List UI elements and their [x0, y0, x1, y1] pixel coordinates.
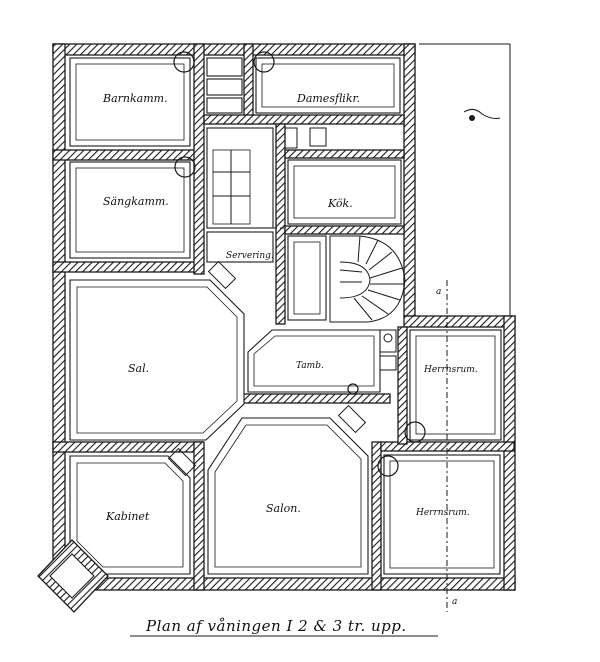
- label-salon: Salon.: [266, 502, 301, 515]
- label-herrrum-lower: Herrnsrum.: [415, 508, 470, 518]
- drawing-title: Plan af våningen I 2 & 3 tr. upp.: [130, 617, 438, 637]
- staircase: [287, 235, 406, 323]
- bay-window: [37, 539, 109, 613]
- room-sangkamm: Sängkamm.: [69, 156, 196, 259]
- room-sal: Sal.: [69, 260, 245, 441]
- outer-walls: [52, 43, 516, 591]
- room-kabinet: Kabinet: [69, 447, 197, 575]
- label-kabinet: Kabinet: [105, 510, 150, 523]
- service-corridor: [206, 127, 327, 229]
- label-tamb: Tamb.: [296, 361, 324, 371]
- label-barnkamm: Barnkamm.: [102, 92, 168, 105]
- room-herrrum-lower: Herrnsrum.: [377, 454, 501, 575]
- title-text: Plan af våningen I 2 & 3 tr. upp.: [145, 617, 407, 635]
- room-tamb: Tamb.: [247, 329, 397, 395]
- room-herrrum-upper: Herrnsrum.: [404, 329, 502, 443]
- label-damasrum: Damesflikr.: [296, 92, 360, 105]
- closets-top: [173, 51, 275, 114]
- room-kok: Kök.: [287, 159, 402, 225]
- room-damasrum: Damesflikr.: [255, 57, 401, 114]
- room-salon: Salon.: [207, 404, 369, 575]
- room-servering: Servering.: [206, 231, 274, 263]
- adjacent-lot: [419, 43, 511, 316]
- label-kok: Kök.: [327, 197, 353, 210]
- svg-text:a: a: [452, 597, 457, 607]
- interior-walls: [52, 43, 515, 591]
- label-sal: Sal.: [128, 362, 149, 375]
- svg-text:a: a: [436, 287, 441, 297]
- section-line: a a: [436, 280, 457, 612]
- label-herrrum-upper: Herrnsrum.: [423, 365, 478, 375]
- room-barnkamm: Barnkamm.: [69, 57, 191, 147]
- label-sangkamm: Sängkamm.: [103, 195, 169, 208]
- label-servering: Servering.: [226, 251, 274, 261]
